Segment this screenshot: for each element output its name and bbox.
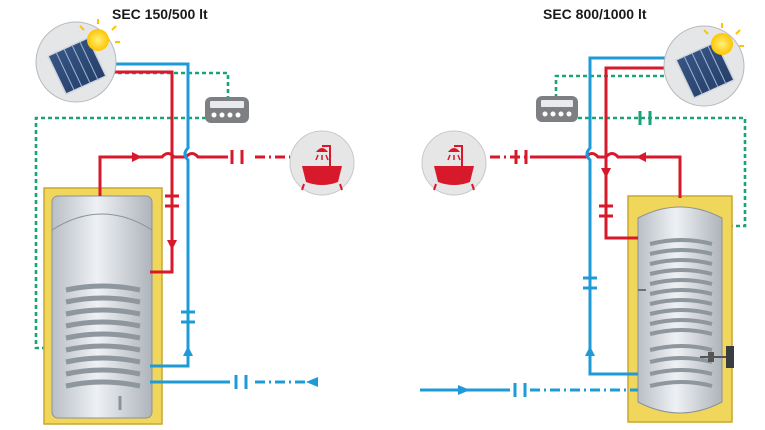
flow-arrow-down-right bbox=[601, 168, 611, 178]
hot-water-pipe-right bbox=[487, 66, 682, 240]
heat-exchanger-coil-left bbox=[65, 283, 141, 389]
valve-icon bbox=[230, 150, 244, 164]
system-left bbox=[34, 19, 355, 425]
title-left: SEC 150/500 lt bbox=[112, 6, 208, 22]
hot-water-pipe-left bbox=[98, 70, 290, 274]
valve-icon bbox=[638, 111, 652, 125]
valve-icon bbox=[599, 204, 613, 218]
solar-panel-icon bbox=[663, 25, 745, 107]
cold-water-pipe-left bbox=[110, 62, 315, 384]
tank-left bbox=[43, 187, 163, 425]
flow-arrow-up-left bbox=[183, 346, 193, 356]
solar-sensor-loop-right bbox=[554, 74, 747, 228]
valve-icon bbox=[583, 276, 597, 290]
heat-exchanger-coil-right bbox=[649, 238, 713, 388]
sun-icon bbox=[703, 23, 744, 55]
bathtub-shower-icon bbox=[289, 130, 355, 196]
controller-icon bbox=[536, 96, 578, 122]
valve-icon bbox=[513, 383, 527, 397]
valve-icon bbox=[181, 310, 195, 324]
controller-icon bbox=[205, 97, 249, 123]
flow-arrow-in-right bbox=[458, 385, 470, 395]
valve-icon bbox=[165, 194, 179, 208]
flow-arrow-in-left bbox=[306, 377, 318, 387]
valve-icon bbox=[514, 150, 528, 164]
tank-right bbox=[627, 195, 734, 423]
system-right bbox=[420, 23, 747, 423]
flow-arrow-hot-right bbox=[636, 152, 646, 162]
bathtub-shower-icon bbox=[421, 130, 487, 196]
electric-heater-flange bbox=[700, 346, 734, 368]
flow-arrow-down-left bbox=[167, 240, 177, 250]
title-right: SEC 800/1000 lt bbox=[543, 6, 647, 22]
flow-arrow-hot-left bbox=[132, 152, 142, 162]
sun-icon bbox=[79, 19, 120, 51]
valve-icon bbox=[234, 375, 248, 389]
flow-arrow-up-right bbox=[585, 346, 595, 356]
